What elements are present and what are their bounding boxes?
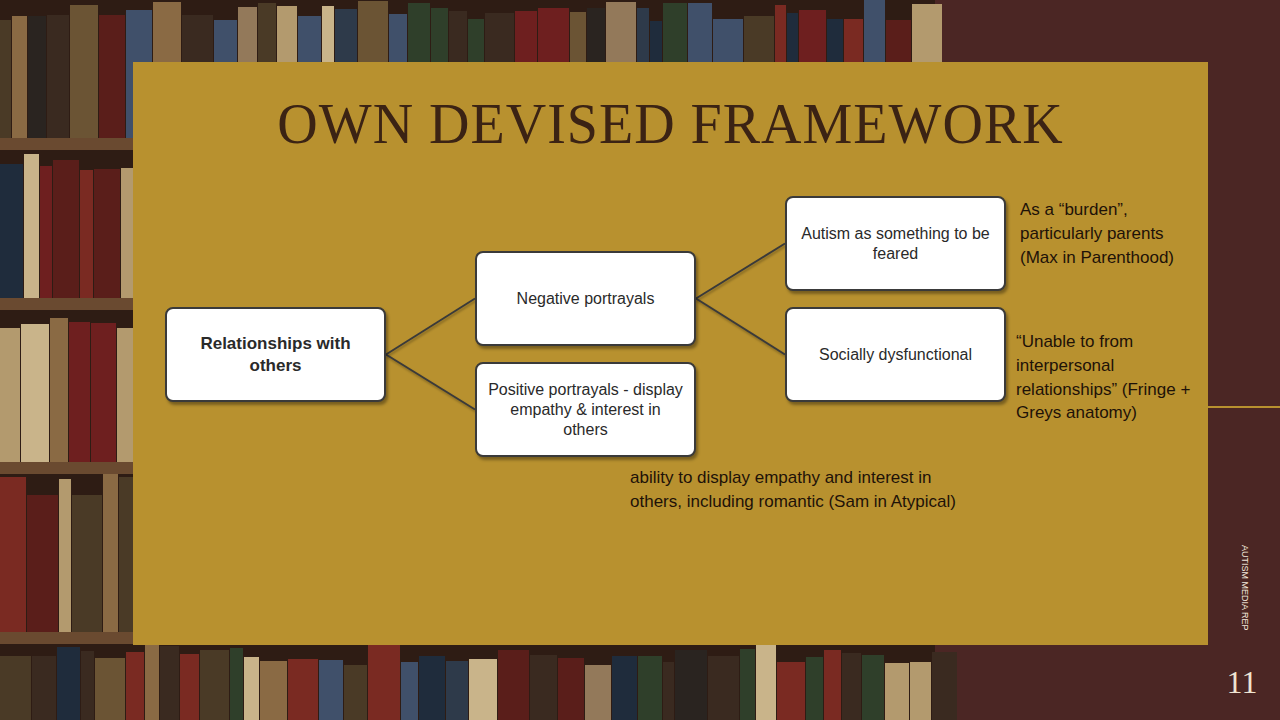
book-spine [103, 474, 118, 632]
box-text: Socially dysfunctional [797, 345, 994, 365]
book-spine [0, 656, 31, 720]
book-spine [740, 649, 755, 720]
book-spine [842, 653, 861, 720]
book-spine [145, 645, 159, 720]
book-spine [401, 662, 418, 720]
book-spine [777, 662, 805, 720]
book-spine [99, 15, 125, 138]
book-spine [469, 659, 497, 720]
book-spine [708, 656, 739, 720]
book-spine [95, 658, 125, 720]
book-spine [319, 660, 343, 720]
book-spine [70, 5, 98, 138]
category-box: Negative portrayals [475, 251, 696, 346]
book-spine [91, 323, 116, 462]
book-spine [0, 20, 11, 138]
category-box: Positive portrayals - display empathy & … [475, 362, 696, 457]
book-spine [344, 665, 367, 720]
book-spine [663, 662, 674, 720]
book-spine [160, 646, 179, 720]
book-spine [419, 656, 445, 720]
example-note: “Unable to from interpersonal relationsh… [1016, 330, 1206, 425]
book-spine [862, 655, 884, 720]
book-spine [530, 655, 557, 720]
book-spine [0, 164, 23, 298]
category-box: Relationships with others [165, 307, 386, 402]
book-spine [244, 657, 259, 720]
book-spine [94, 169, 120, 298]
footer-text: AUTISM MEDIA REP [1239, 545, 1249, 665]
book-spine [446, 661, 468, 720]
box-text: Negative portrayals [487, 289, 684, 309]
book-spine [40, 166, 52, 298]
book-spine [69, 322, 90, 462]
book-spine [72, 495, 102, 632]
gold-panel [133, 62, 1208, 645]
book-spine [180, 654, 199, 720]
book-spine [81, 651, 94, 720]
book-spine [0, 477, 26, 632]
box-text: Positive portrayals - display empathy & … [487, 380, 684, 440]
category-box: Socially dysfunctional [785, 307, 1006, 402]
book-spine [288, 659, 318, 720]
book-spine [230, 648, 243, 720]
box-text: Autism as something to be feared [797, 224, 994, 264]
book-spine [756, 645, 776, 720]
book-spine [558, 658, 584, 720]
book-spine [21, 324, 49, 462]
book-spine [585, 665, 611, 720]
category-box: Autism as something to be feared [785, 196, 1006, 291]
book-spine [0, 328, 20, 462]
book-spine [32, 656, 56, 720]
book-spine [28, 16, 46, 138]
book-spine [27, 495, 58, 632]
book-spine [59, 479, 71, 632]
slide-title: OWN DEVISED FRAMEWORK [133, 92, 1208, 156]
book-spine [368, 644, 400, 720]
book-spine [57, 647, 80, 720]
book-spine [80, 170, 93, 298]
book-spine [53, 160, 79, 298]
box-text: Relationships with others [177, 333, 374, 376]
example-note: ability to display empathy and interest … [630, 466, 960, 514]
book-spine [47, 15, 69, 138]
book-spine [638, 656, 662, 720]
book-spine [126, 652, 144, 720]
branch-line [696, 299, 785, 355]
example-note: As a “burden”, particularly parents (Max… [1020, 198, 1206, 269]
book-spine [675, 650, 707, 720]
book-spine [260, 661, 287, 720]
book-spine [932, 652, 957, 720]
book-spine [24, 154, 39, 298]
book-spine [824, 650, 841, 720]
branch-line [386, 299, 475, 355]
book-spine [910, 662, 931, 720]
book-spine [12, 16, 27, 138]
book-spine [200, 650, 229, 720]
book-spine [612, 656, 637, 720]
book-spine [498, 650, 529, 720]
book-spine [885, 663, 909, 720]
book-spine [806, 657, 823, 720]
branch-line [696, 244, 785, 299]
page-number: 11 [1216, 660, 1268, 705]
accent-rule [1208, 406, 1280, 408]
book-spine [50, 318, 68, 462]
branch-line [386, 355, 475, 410]
